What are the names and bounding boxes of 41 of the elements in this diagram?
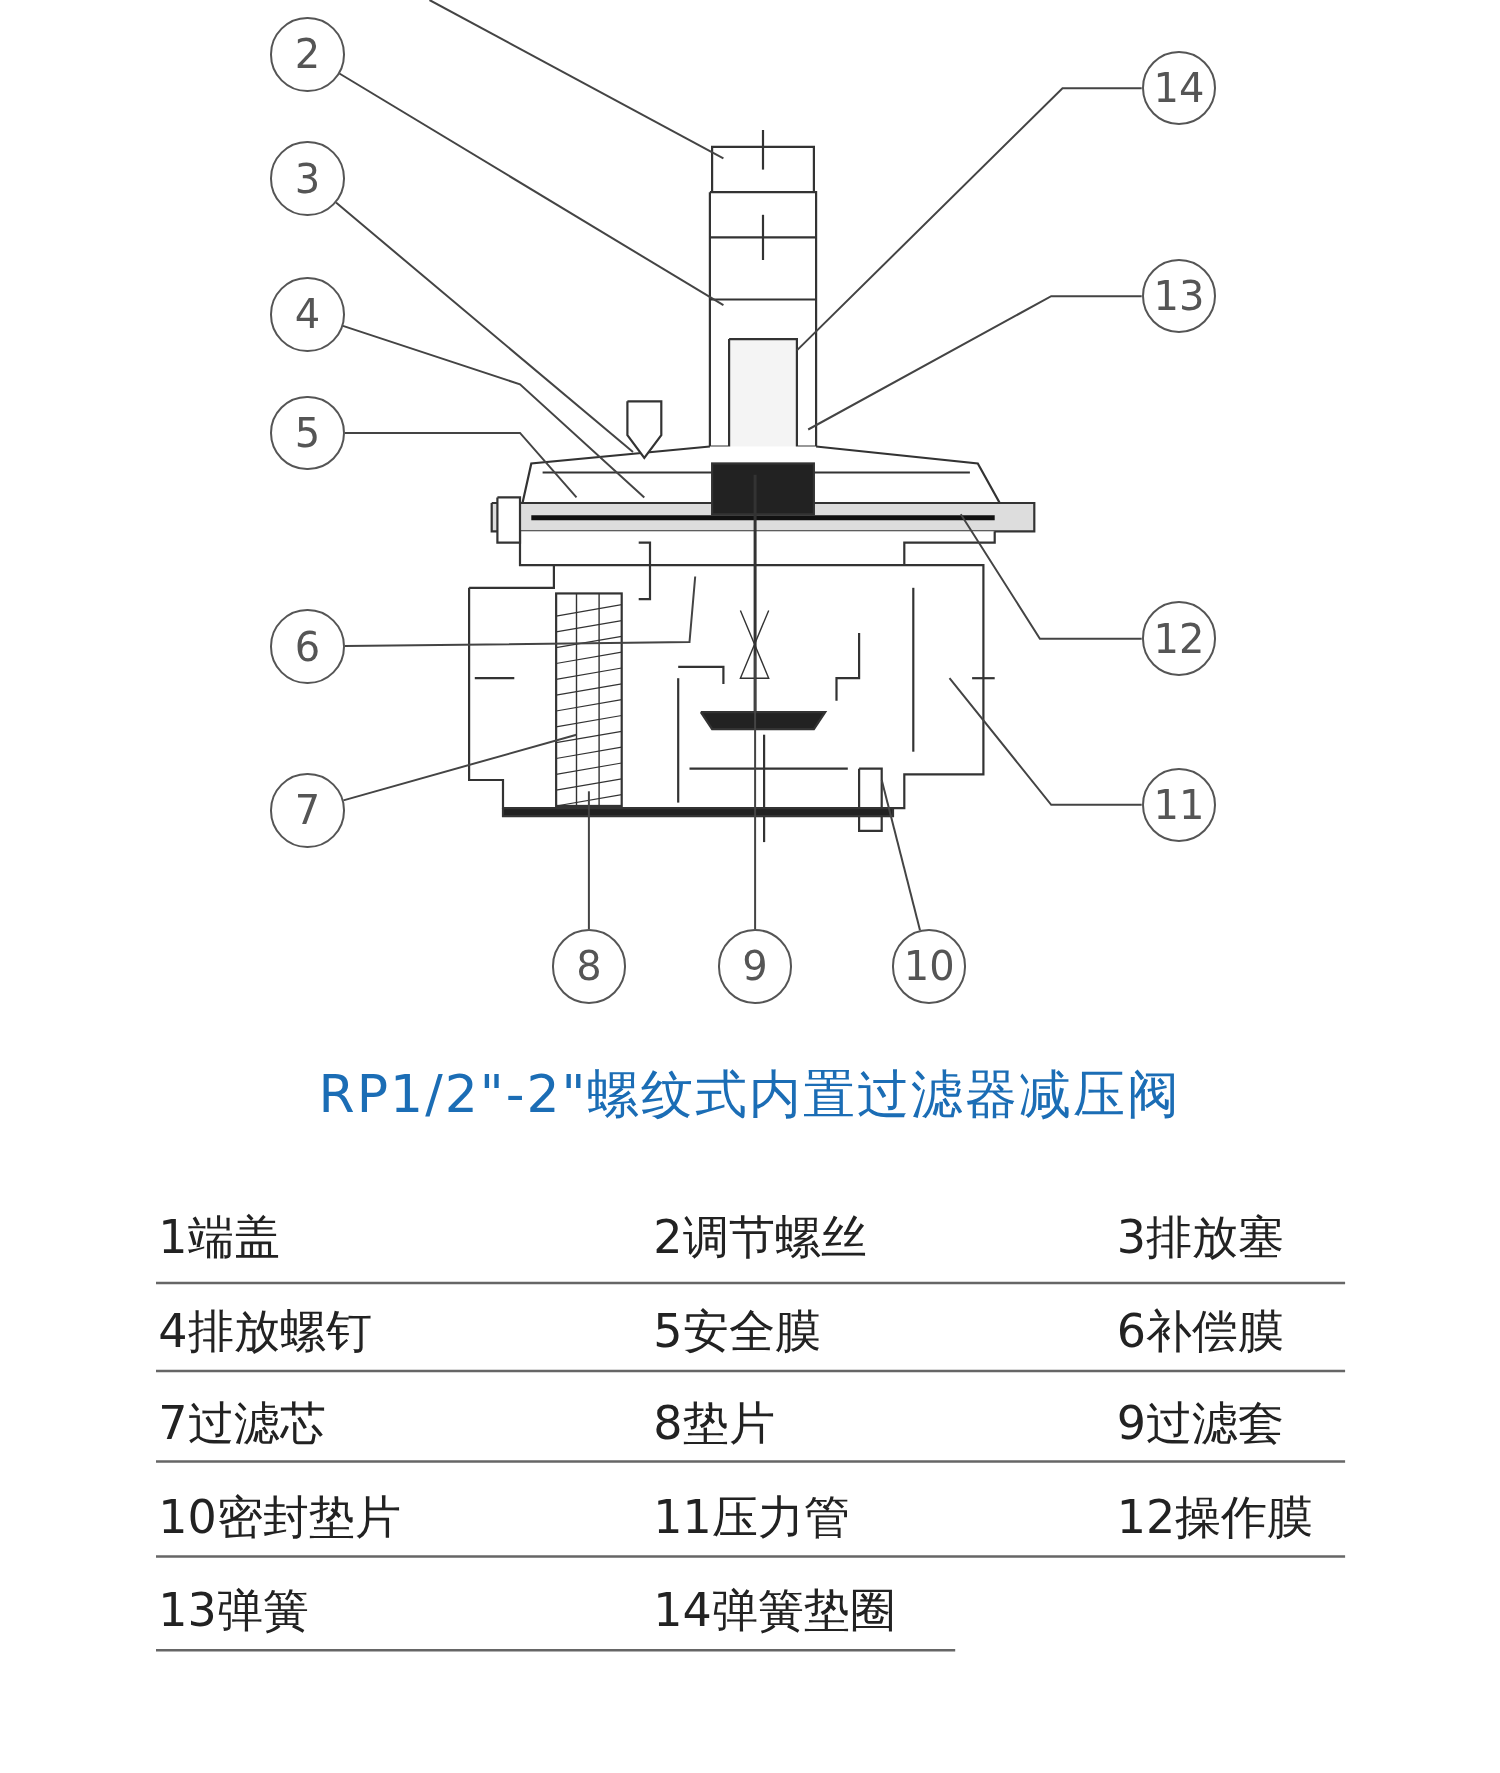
leader-line xyxy=(948,677,1143,806)
leader-line xyxy=(338,72,725,307)
parts-list-item: 6补偿膜 xyxy=(1116,1307,1285,1354)
parts-list-item: 14弹簧垫圈 xyxy=(653,1586,896,1633)
parts-list-item: 9过滤套 xyxy=(1116,1400,1285,1447)
parts-list-item: 3排放塞 xyxy=(1116,1213,1285,1260)
callout-number: 13 xyxy=(1141,258,1217,334)
callout-number: 5 xyxy=(270,395,345,471)
callout-number: 2 xyxy=(270,16,345,92)
callout-number: 4 xyxy=(270,276,345,352)
leader-line xyxy=(343,575,697,648)
callout-number: 8 xyxy=(551,929,627,1004)
parts-list-item: 13弹簧 xyxy=(158,1586,309,1633)
parts-list-item: 10密封垫片 xyxy=(158,1494,401,1541)
leader-line xyxy=(343,431,578,499)
parts-list-item: 7过滤芯 xyxy=(158,1400,326,1447)
callout-number: 11 xyxy=(1141,767,1217,843)
callout-number: 9 xyxy=(717,929,793,1004)
leader-line xyxy=(795,87,1143,352)
parts-list-item: 8垫片 xyxy=(653,1400,775,1447)
parts-list-item: 1端盖 xyxy=(158,1213,280,1260)
callout-number: 12 xyxy=(1141,601,1217,676)
parts-list-item: 5安全膜 xyxy=(653,1307,821,1354)
callout-number: 7 xyxy=(270,773,345,848)
parts-list-item: 4排放螺钉 xyxy=(158,1307,372,1354)
leader-line xyxy=(342,733,578,802)
callout-number: 6 xyxy=(270,609,345,684)
leader-line xyxy=(959,513,1143,640)
leader-line xyxy=(754,654,757,931)
callout-number: 10 xyxy=(891,929,967,1004)
callout-number: 3 xyxy=(270,141,345,216)
leader-line xyxy=(880,779,921,932)
leader-line xyxy=(341,324,646,499)
leader-line xyxy=(335,201,634,454)
leader-line xyxy=(807,295,1143,431)
title: RP1/2"-2"螺纹式内置过滤器减压阀 xyxy=(317,1068,1183,1120)
parts-list-item: 11压力管 xyxy=(653,1494,850,1541)
leader-line xyxy=(587,790,590,931)
callout-number: 14 xyxy=(1141,50,1217,126)
parts-list-item: 12操作膜 xyxy=(1116,1494,1314,1541)
parts-list-item: 2调节螺丝 xyxy=(653,1213,867,1260)
